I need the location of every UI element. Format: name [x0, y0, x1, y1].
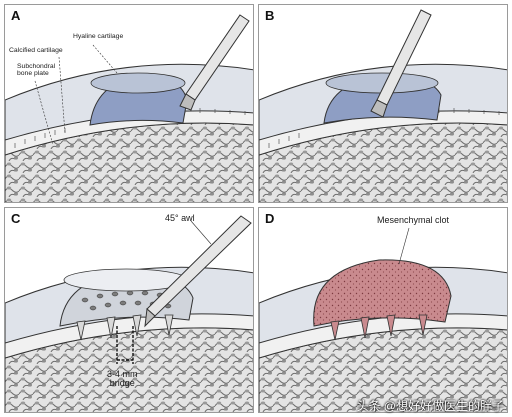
- label-subchondral-bone-plate: Subchondral bone plate: [17, 63, 56, 78]
- bridge-marker: [116, 326, 134, 364]
- bone-channels: [76, 314, 174, 341]
- calcified-band: [5, 313, 253, 359]
- clot-channels: [330, 314, 428, 341]
- calcified-band: [5, 110, 253, 156]
- panel-letter: B: [265, 8, 275, 23]
- panel-c-drawing: [5, 215, 253, 412]
- panel-d-drawing: [259, 227, 507, 412]
- panel-c: C 45° awl 3-4 mm bridge: [4, 207, 254, 413]
- panel-letter: D: [265, 211, 275, 226]
- panel-a: A Hyaline cartilage Calcified cartilage …: [4, 4, 254, 203]
- panel-d: D Mesenchymal clot: [258, 207, 508, 413]
- mesenchymal-clot: [313, 259, 452, 327]
- panel-b-drawing: [259, 9, 507, 202]
- panel-letter: A: [11, 8, 21, 23]
- label-mesenchymal-clot: Mesenchymal clot: [377, 215, 450, 225]
- panel-a-drawing: [5, 14, 253, 202]
- label-bridge: 3-4 mm bridge: [107, 369, 138, 389]
- watermark: 头条 @想好好做医生的胖子: [356, 399, 504, 413]
- panel-b: B: [258, 4, 508, 203]
- label-calcified-cartilage: Calcified cartilage: [9, 47, 63, 54]
- panel-letter: C: [11, 211, 21, 226]
- label-hyaline-cartilage: Hyaline cartilage: [73, 33, 124, 40]
- label-awl: 45° awl: [165, 213, 195, 223]
- calcified-band: [259, 313, 507, 359]
